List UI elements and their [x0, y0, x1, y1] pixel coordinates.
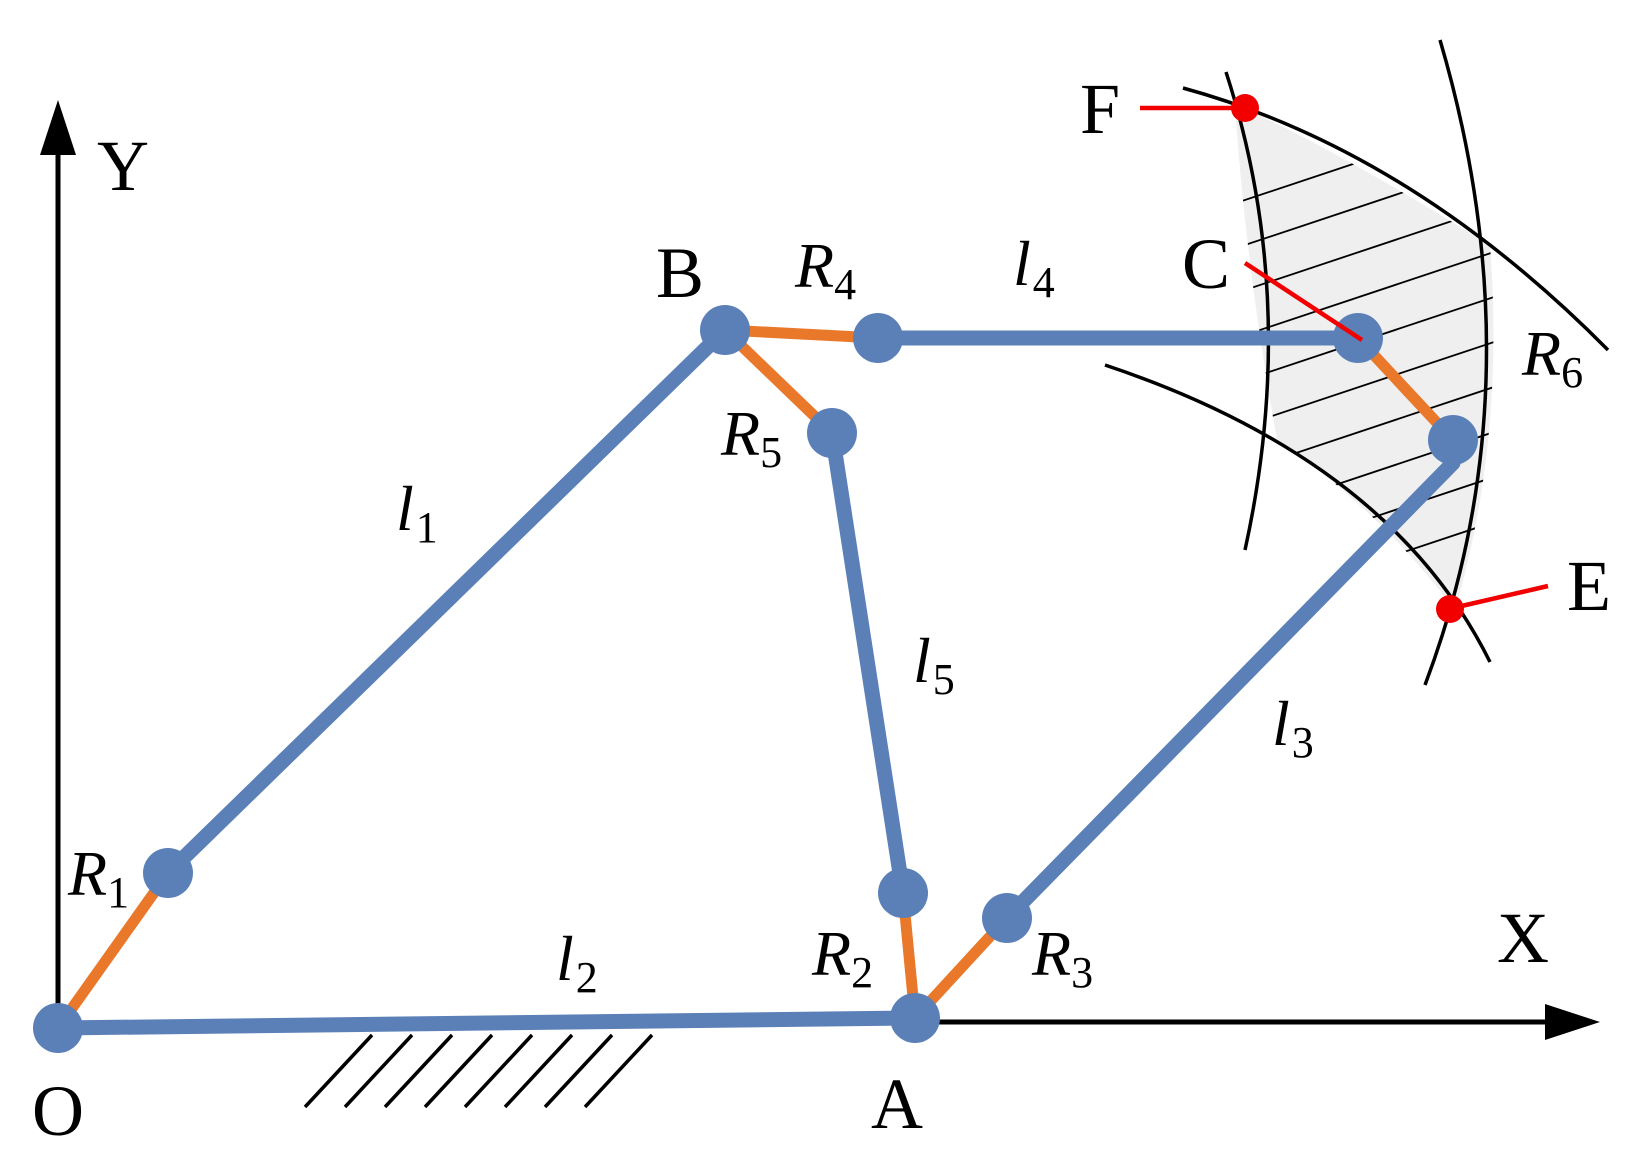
marker-f [1231, 94, 1259, 122]
label-a: A [871, 1064, 923, 1144]
x-axis-arrowhead [1545, 1004, 1600, 1040]
label-r5: R5 [720, 398, 782, 477]
label-r1: R1 [67, 838, 129, 917]
point-labels: O A B C E F X Y [32, 69, 1611, 1151]
label-f: F [1080, 69, 1120, 149]
joint-labels: R1 R2 R3 R4 R5 R6 [67, 230, 1583, 997]
pointer-e [1452, 583, 1549, 611]
joint-r1 [143, 848, 193, 898]
links [50, 322, 1461, 1036]
y-axis-arrowhead [40, 100, 76, 155]
label-l1: l1 [396, 473, 438, 552]
joint-r2 [878, 868, 928, 918]
offset-r4 [719, 324, 884, 344]
link-labels: l1 l2 l3 l4 l5 [396, 228, 1314, 1002]
joints [33, 305, 1478, 1053]
label-r3: R3 [1031, 918, 1093, 997]
pointer-c [1243, 261, 1364, 342]
joint-r6 [1428, 415, 1478, 465]
label-r2: R2 [811, 918, 873, 997]
label-r6: R6 [1521, 318, 1583, 397]
coordinate-axes [40, 100, 1600, 1040]
markers [1140, 94, 1549, 623]
joint-a [890, 993, 940, 1043]
label-e: E [1567, 546, 1611, 626]
link-l3 [999, 455, 1461, 926]
label-y-axis: Y [97, 126, 149, 206]
label-l2: l2 [556, 923, 598, 1002]
joint-o [33, 1003, 83, 1053]
marker-e [1436, 595, 1464, 623]
joint-b [700, 305, 750, 355]
label-l4: l4 [1013, 228, 1055, 307]
link-l1 [160, 322, 733, 881]
joint-r3 [982, 893, 1032, 943]
offset-r1 [52, 867, 174, 1034]
ground-hatching [303, 1033, 654, 1109]
label-x-axis: X [1497, 898, 1549, 978]
link-l5 [824, 425, 911, 901]
label-o: O [32, 1071, 84, 1151]
joint-r5 [807, 408, 857, 458]
label-c: C [1182, 224, 1230, 304]
label-r4: R4 [794, 230, 856, 309]
workspace-arc-left [1224, 71, 1271, 551]
link-l2 [50, 1010, 923, 1036]
label-b: B [656, 233, 704, 313]
joint-r4 [853, 313, 903, 363]
label-l3: l3 [1272, 688, 1314, 767]
label-l5: l5 [913, 625, 955, 704]
